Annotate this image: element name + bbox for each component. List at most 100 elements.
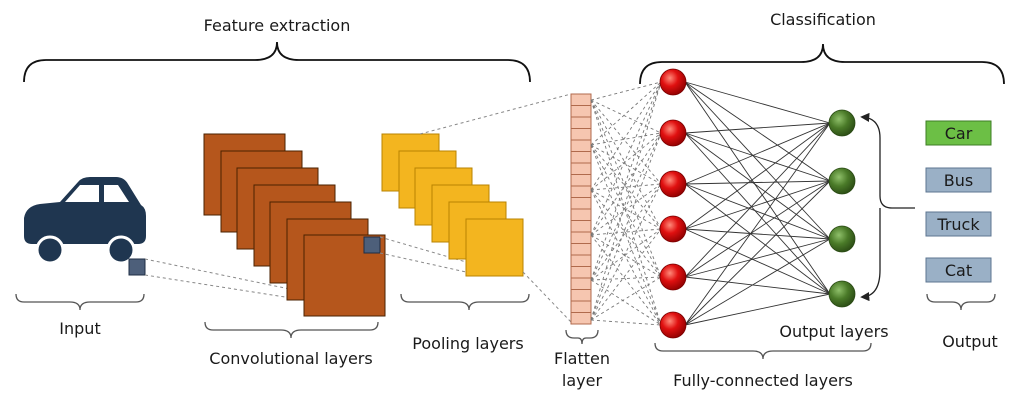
pooling-brace (400, 293, 530, 311)
flatten-fc-link (590, 99, 662, 278)
output-label-truck: Truck (936, 215, 980, 234)
input-patch (128, 258, 146, 276)
output-label-bus: Bus (944, 171, 973, 190)
fc-output-link (684, 293, 831, 326)
output-node (828, 167, 856, 195)
flatten-fc-link (590, 132, 662, 236)
flatten-cell (570, 266, 592, 279)
flatten-label-line2: layer (562, 371, 603, 390)
flatten-cell (570, 185, 592, 198)
pool-to-flatten-links (419, 93, 572, 323)
flatten-fc-link (590, 276, 662, 321)
fc-output-link (684, 238, 831, 278)
classification-brace (639, 43, 1005, 85)
output-node (828, 109, 856, 137)
flatten-fc-link (590, 279, 662, 326)
fc-output-link (684, 132, 831, 295)
flatten-fc-link (590, 99, 662, 134)
flatten-fc-link (590, 81, 662, 101)
flatten-cell (570, 162, 592, 175)
fc-output-link (684, 122, 831, 230)
fc-output-link (684, 180, 831, 278)
flatten-fc-link (590, 99, 662, 185)
flatten-cell (570, 312, 592, 325)
flatten-fc-link (590, 319, 662, 326)
fc-output-link (684, 180, 831, 230)
fc-node (659, 170, 687, 198)
flatten-cell (570, 93, 592, 106)
fc-node (659, 311, 687, 339)
fc-output-link (684, 183, 831, 295)
flatten-cell (570, 243, 592, 256)
flatten-fc-link (590, 144, 662, 326)
flatten-fc-link (590, 189, 662, 326)
output-box-cat: Cat (925, 257, 992, 283)
flatten-cell (570, 197, 592, 210)
fc-output-link (684, 122, 831, 278)
flatten-cell (570, 300, 592, 313)
fc-output-link (684, 122, 831, 185)
car-icon (24, 177, 146, 265)
flatten-fc-link (590, 228, 662, 281)
flatten-cell (570, 208, 592, 221)
flatten-cell (570, 254, 592, 267)
output-node (828, 225, 856, 253)
flatten-cell (570, 151, 592, 164)
fc-output-link (684, 228, 831, 240)
output-box-car: Car (925, 120, 992, 146)
input-label: Input (59, 319, 100, 338)
fc-output-link (684, 81, 831, 295)
output-node (828, 280, 856, 308)
pooling-label: Pooling layers (412, 334, 523, 353)
fc-output-link (684, 132, 831, 182)
flatten-brace (565, 329, 599, 345)
fc-output-link (684, 228, 831, 295)
flatten-cell (570, 289, 592, 302)
flatten-to-fc-links (590, 81, 662, 326)
flatten-cell (570, 220, 592, 233)
flatten-fc-link (590, 228, 662, 321)
convolutional-label: Convolutional layers (209, 349, 372, 368)
output-label-cat: Cat (945, 261, 972, 280)
feedback-arrow-lower (860, 208, 881, 302)
output-nodes (828, 109, 856, 308)
fully-connected-label: Fully-connected layers (673, 371, 853, 390)
fc-output-link (684, 180, 831, 185)
conv-patch (363, 236, 381, 254)
flatten-fc-link (590, 234, 662, 278)
flatten-fc-link (590, 183, 662, 321)
fully-connected-brace (654, 342, 872, 360)
fc-output-link (684, 122, 831, 134)
flatten-cell (570, 277, 592, 290)
fc-node (659, 68, 687, 96)
output-layers-label: Output layers (779, 322, 888, 341)
flatten-fc-link (590, 144, 662, 230)
flatten-fc-link (590, 144, 662, 278)
feature-extraction-brace (23, 41, 531, 83)
flatten-cell (570, 139, 592, 152)
flatten-cell (570, 128, 592, 141)
fc-output-link (684, 81, 831, 240)
convolutional-layers (203, 133, 386, 317)
fc-output-link (684, 132, 831, 240)
fc-output-link (684, 238, 831, 326)
output-brace (926, 293, 996, 311)
flatten-cell (570, 116, 592, 129)
fc-output-link (684, 122, 831, 326)
fc-output-link (684, 276, 831, 295)
output-label-car: Car (945, 124, 973, 143)
flatten-fc-link (590, 189, 662, 278)
flatten-fc-link (590, 183, 662, 236)
fc-output-link (684, 180, 831, 326)
fc-to-output-links (684, 81, 831, 326)
fc-node (659, 263, 687, 291)
flatten-fc-link (590, 189, 662, 230)
flatten-fc-link (590, 81, 662, 146)
fc-output-link (684, 183, 831, 240)
output-label: Output (942, 332, 998, 351)
fc-node (659, 215, 687, 243)
flatten-fc-link (590, 144, 662, 185)
output-box-bus: Bus (925, 167, 992, 193)
flatten-fc-link (590, 81, 662, 236)
